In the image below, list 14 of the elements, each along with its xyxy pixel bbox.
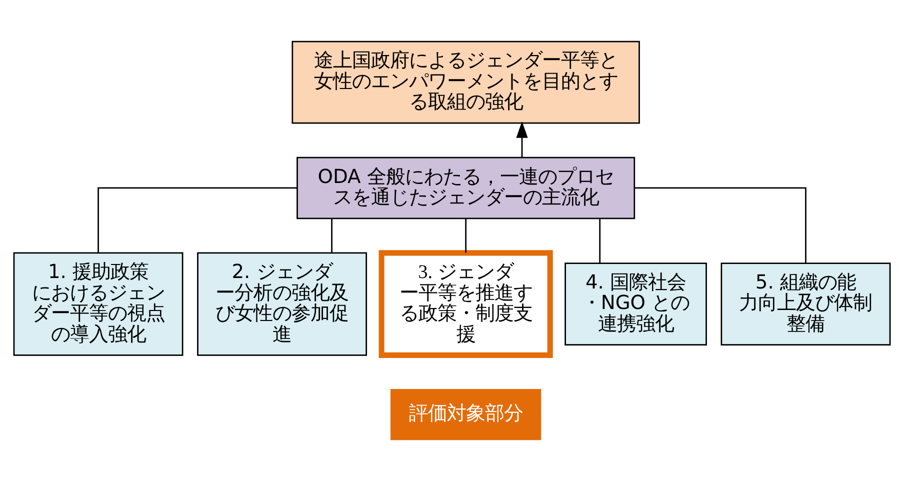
node-box: 3. ジェンダー平等を推進する政策・制度支援 xyxy=(378,250,553,358)
node-box: 評価対象部分 xyxy=(390,389,542,440)
connector xyxy=(465,218,466,253)
node-box: 4. 国際社会・NGO との連携強化 xyxy=(564,262,707,346)
node-box: 途上国政府によるジェンダー平等と女性のエンパワーメントを目的とする取組の強化 xyxy=(292,40,640,124)
connector xyxy=(634,187,806,263)
arrow xyxy=(516,121,528,158)
node-box: ODA 全般にわたる，一連のプロセスを通じたジェンダーの主流化 xyxy=(296,156,636,220)
connector xyxy=(331,218,332,253)
connector xyxy=(599,218,601,264)
connector xyxy=(98,187,298,253)
node-box: 1. 援助政策におけるジェンダー平等の視点の導入強化 xyxy=(13,252,184,356)
node-box: 2. ジェンダー分析の強化及び女性の参加促進 xyxy=(197,252,368,356)
node-box: 5. 組織の能力向上及び体制整備 xyxy=(720,262,891,346)
